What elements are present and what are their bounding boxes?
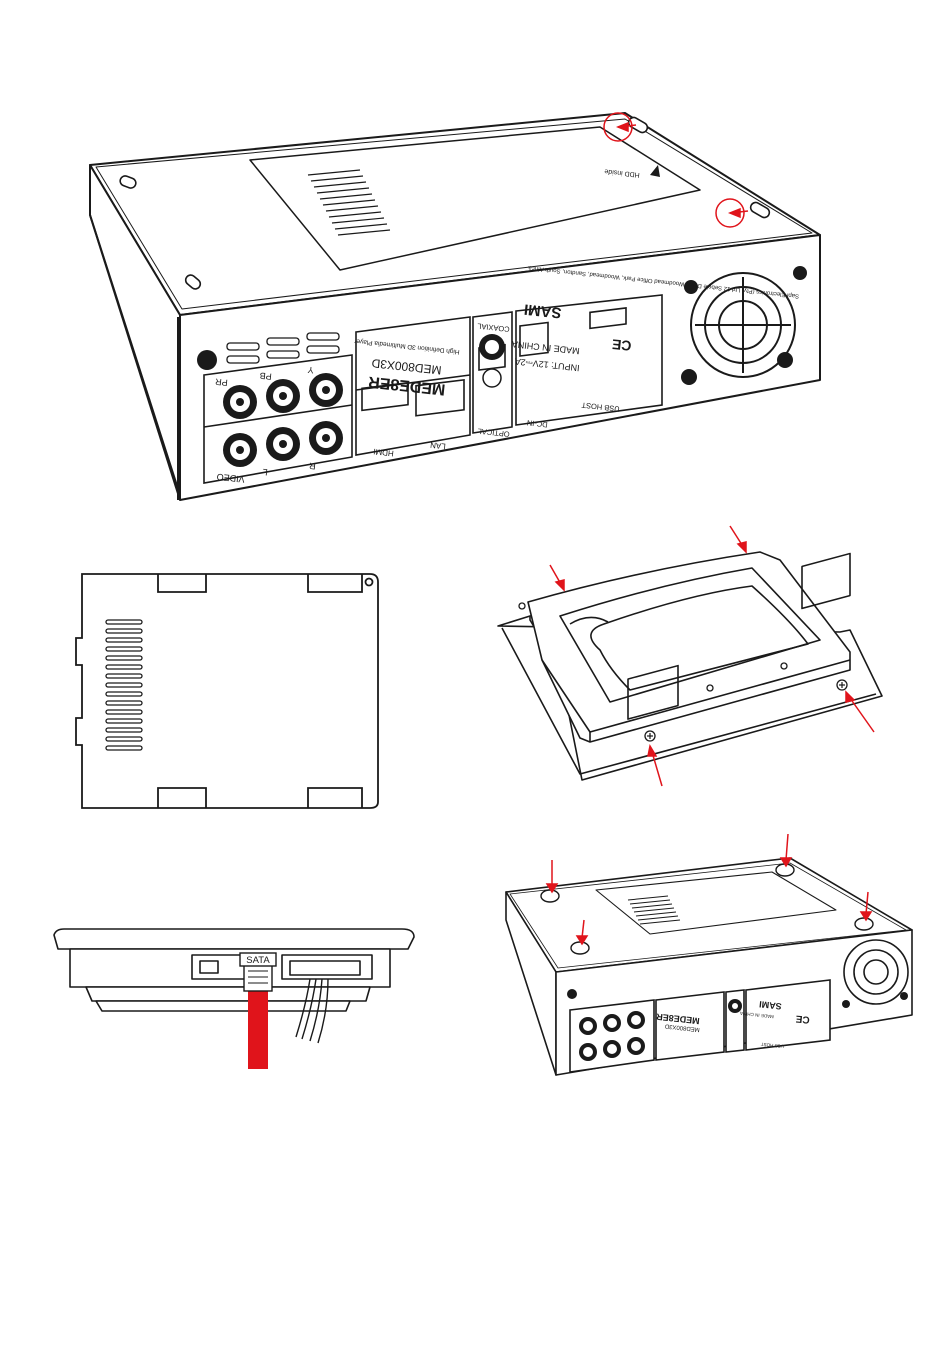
sata-label: SATA — [246, 955, 270, 966]
label-pb: PB — [259, 370, 272, 381]
device-back-panel-illustration: HDD inside — [89, 112, 821, 501]
cover-vent-slots — [105, 619, 143, 751]
hdd-mounting-illustration — [497, 525, 883, 787]
label-optical: OPTICAL — [477, 427, 510, 439]
label-pr: PR — [214, 376, 228, 387]
label-l: L — [262, 467, 268, 477]
hdd-cover-plate-illustration — [75, 573, 379, 809]
small-usb-host-label: USB HOST — [760, 1042, 784, 1049]
fan-grille-icon — [690, 272, 796, 378]
ce-mark-icon: CE — [611, 336, 632, 354]
label-r: R — [308, 461, 316, 472]
rubber-feet — [540, 863, 874, 955]
av-jacks — [223, 373, 343, 467]
label-dc-in: DC-IN — [526, 418, 548, 429]
device-feet-illustration: MEDE8ER MED800X3D SAMI CE MADE IN CHINA … — [505, 833, 913, 1076]
screw-highlight-markers — [603, 112, 749, 228]
small-ce-mark-icon: CE — [795, 1013, 810, 1025]
feet-arrows — [545, 833, 873, 946]
label-y: Y — [307, 365, 314, 376]
label-hdmi: HDMI — [373, 447, 394, 458]
small-made-in-text: MADE IN CHINA — [740, 1011, 774, 1020]
label-coaxial: COAXIAL — [477, 321, 510, 333]
label-usb-host: USB HOST — [581, 401, 620, 414]
sata-cable-red — [248, 987, 268, 1069]
label-lan: LAN — [430, 440, 447, 451]
brand-name: SAMI — [523, 300, 562, 321]
small-brand-name: SAMI — [759, 999, 782, 1011]
label-video: VIDEO — [216, 472, 245, 485]
hdd-inside-label: HDD inside — [604, 167, 640, 178]
power-cable-wires — [295, 978, 329, 1044]
sata-cable-illustration: SATA — [53, 928, 415, 1069]
small-brand-logo: MEDE8ER — [655, 1012, 700, 1027]
hdd-screw-arrows — [549, 525, 875, 787]
small-model-text: MED800X3D — [664, 1022, 700, 1032]
